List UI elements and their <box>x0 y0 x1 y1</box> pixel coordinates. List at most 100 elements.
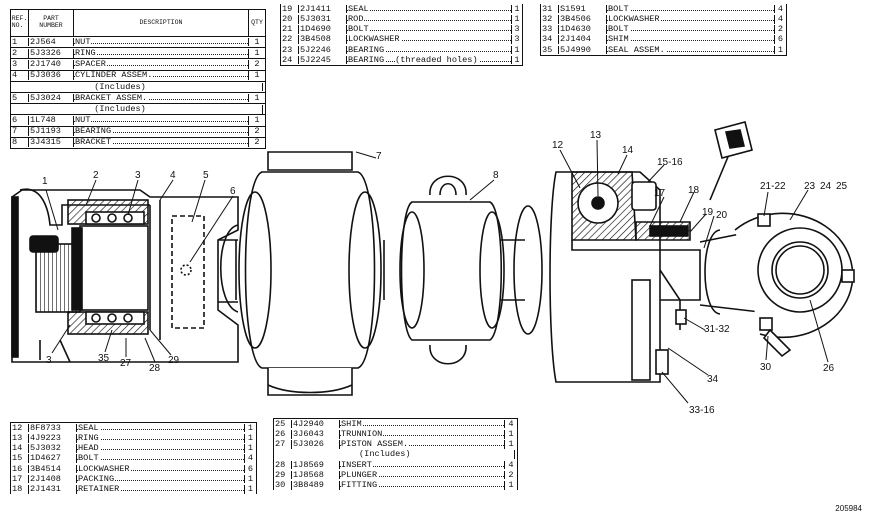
quantity-cell: 1 <box>514 45 520 55</box>
description-cell: BOLT <box>607 4 775 14</box>
ref-cell: 1 <box>11 37 29 47</box>
ref-cell: 26 <box>274 429 292 439</box>
ref-cell: 3 <box>11 60 29 69</box>
description-cell: INSERT <box>340 460 505 470</box>
callout-21-22: 21-22 <box>760 181 786 192</box>
description-cell: SEAL <box>77 423 245 433</box>
part-number-cell: 2J1408 <box>29 474 77 484</box>
description-text: SHIM <box>341 419 363 429</box>
callout-28: 28 <box>149 363 161 374</box>
bracket <box>399 175 543 365</box>
description-cell: BOLT <box>607 25 775 34</box>
quantity-cell: 4 <box>508 419 514 429</box>
part-number-cell: 5J3031 <box>299 14 347 24</box>
description-cell: HEAD <box>77 444 245 453</box>
part-number-cell: 1J8568 <box>292 470 340 480</box>
quantity-cell: 1 <box>514 55 520 65</box>
description-cell: PLUNGER <box>340 470 505 480</box>
description-cell: PISTON ASSEM. <box>340 440 505 449</box>
ref-cell: 31 <box>541 4 559 14</box>
part-number-cell: 1J8569 <box>292 460 340 470</box>
description-text: SEAL ASSEM. <box>608 45 666 55</box>
part-number-cell: 2J1740 <box>29 60 74 69</box>
callout-14: 14 <box>622 145 634 156</box>
callout-7: 7 <box>376 151 382 162</box>
ref-cell: 22 <box>281 35 299 44</box>
description-cell: BEARING <box>347 45 512 55</box>
quantity-cell: 1 <box>254 37 260 47</box>
header-part: PART NUMBER <box>29 10 74 36</box>
part-number-cell: 2J1404 <box>559 35 607 44</box>
ref-cell: 16 <box>11 464 29 474</box>
head-rod-assembly <box>549 121 855 383</box>
callout-3-top: 3 <box>135 170 141 181</box>
callout-19: 19 <box>702 207 714 218</box>
description-text: CYLINDER ASSEM. <box>75 71 154 80</box>
part-number-cell: 1D4630 <box>559 25 607 34</box>
table-row: (Includes) <box>274 450 517 460</box>
part-number-cell: 2J1411 <box>299 4 347 14</box>
ref-cell: 20 <box>281 14 299 24</box>
callout-34: 34 <box>707 374 719 385</box>
callout-18: 18 <box>688 185 700 196</box>
description-text: LOCKWASHER <box>348 35 401 44</box>
ref-cell: 4 <box>11 71 29 80</box>
callout-20: 20 <box>716 210 728 221</box>
callout-35: 35 <box>98 353 110 364</box>
description-cell: RETAINER <box>77 484 245 494</box>
callout-24: 24 <box>820 181 832 192</box>
quantity-cell: 1 <box>254 116 260 125</box>
part-number-cell: 2J564 <box>29 37 74 47</box>
callout-26: 26 <box>823 363 835 374</box>
description-cell: LOCKWASHER <box>77 464 245 474</box>
callout-4: 4 <box>170 170 176 181</box>
part-number-cell: 5J3024 <box>29 93 74 103</box>
description-cell: NUT <box>74 37 249 47</box>
ref-cell: 29 <box>274 470 292 480</box>
drawing-reference-number: 205984 <box>835 504 862 513</box>
ref-cell: 19 <box>281 4 299 14</box>
ref-cell: 18 <box>11 484 29 494</box>
part-number-cell: 3J4315 <box>29 138 74 148</box>
quantity-cell: 1 <box>514 4 520 14</box>
table-row: (Includes) <box>11 82 265 93</box>
description-text: RING <box>75 48 97 58</box>
description-cell: SPACER <box>74 60 249 69</box>
description-cell: SHIM <box>340 419 505 429</box>
callout-31-32: 31-32 <box>704 324 730 335</box>
description-text: LOCKWASHER <box>608 14 661 24</box>
description-text: SEAL <box>348 4 370 14</box>
part-number-cell: 4J2940 <box>292 419 340 429</box>
ref-cell: 6 <box>11 116 29 125</box>
callout-27: 27 <box>120 358 132 369</box>
callout-25: 25 <box>836 181 848 192</box>
quantity-cell: 1 <box>247 484 254 494</box>
part-number-cell: 5J1193 <box>29 127 74 136</box>
ref-cell: 7 <box>11 127 29 136</box>
description-cell: BRACKET <box>74 138 249 148</box>
description-cell: RING <box>74 48 249 58</box>
description-text: SEAL <box>78 423 100 433</box>
part-number-cell: 5J4990 <box>559 45 607 55</box>
description-text: SHIM <box>608 35 630 44</box>
quantity-cell: 2 <box>508 470 514 480</box>
